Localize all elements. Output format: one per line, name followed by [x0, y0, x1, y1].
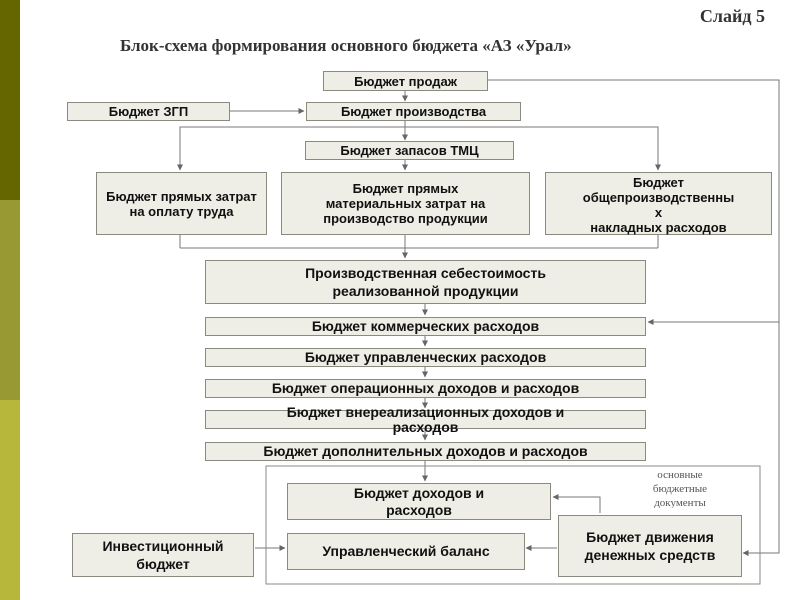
accent-stripe-2 [0, 200, 20, 400]
block-non-operating-budget: Бюджет внереализационных доходов и расхо… [205, 404, 646, 434]
block-additional-income-budget: Бюджет дополнительных доходов и расходов [205, 442, 646, 461]
link-sales-right [488, 79, 780, 556]
block-production-budget: Бюджет производства [306, 102, 521, 121]
link-branch-overhead [405, 126, 661, 171]
accent-stripe-1 [0, 0, 20, 200]
block-operating-budget: Бюджет операционных доходов и расходов [205, 379, 646, 398]
link-branch-labor [177, 126, 405, 171]
block-income-expense-budget: Бюджет доходов и расходов [287, 483, 551, 520]
block-tmc-inventory-budget: Бюджет запасов ТМЦ [305, 141, 514, 160]
block-cost-of-goods-sold: Производственная себестоимость реализова… [205, 260, 646, 304]
block-management-expenses-budget: Бюджет управленческих расходов [205, 348, 646, 367]
block-zgp-budget: Бюджет ЗГП [67, 102, 230, 121]
block-direct-materials-budget: Бюджет прямых материальных затрат на про… [281, 172, 530, 235]
accent-stripe-3 [0, 400, 20, 600]
slide-title: Блок-схема формирования основного бюджет… [120, 36, 572, 55]
block-investment-budget: Инвестиционный бюджет [72, 533, 254, 577]
block-commercial-expenses-budget: Бюджет коммерческих расходов [205, 317, 646, 336]
block-direct-labor-budget: Бюджет прямых затрат на оплату труда [96, 172, 267, 235]
block-overhead-budget: Бюджет общепроизводственны х накладных р… [545, 172, 772, 235]
block-management-balance: Управленческий баланс [287, 533, 525, 570]
link-cash-income [552, 494, 601, 513]
slide-label: Слайд 5 [699, 6, 765, 26]
core-documents-frame [265, 465, 761, 585]
block-cash-flow-budget: Бюджет движения денежных средств [558, 515, 742, 577]
block-sales-budget: Бюджет продаж [323, 71, 488, 91]
core-documents-note: основные бюджетные документы [652, 469, 708, 508]
